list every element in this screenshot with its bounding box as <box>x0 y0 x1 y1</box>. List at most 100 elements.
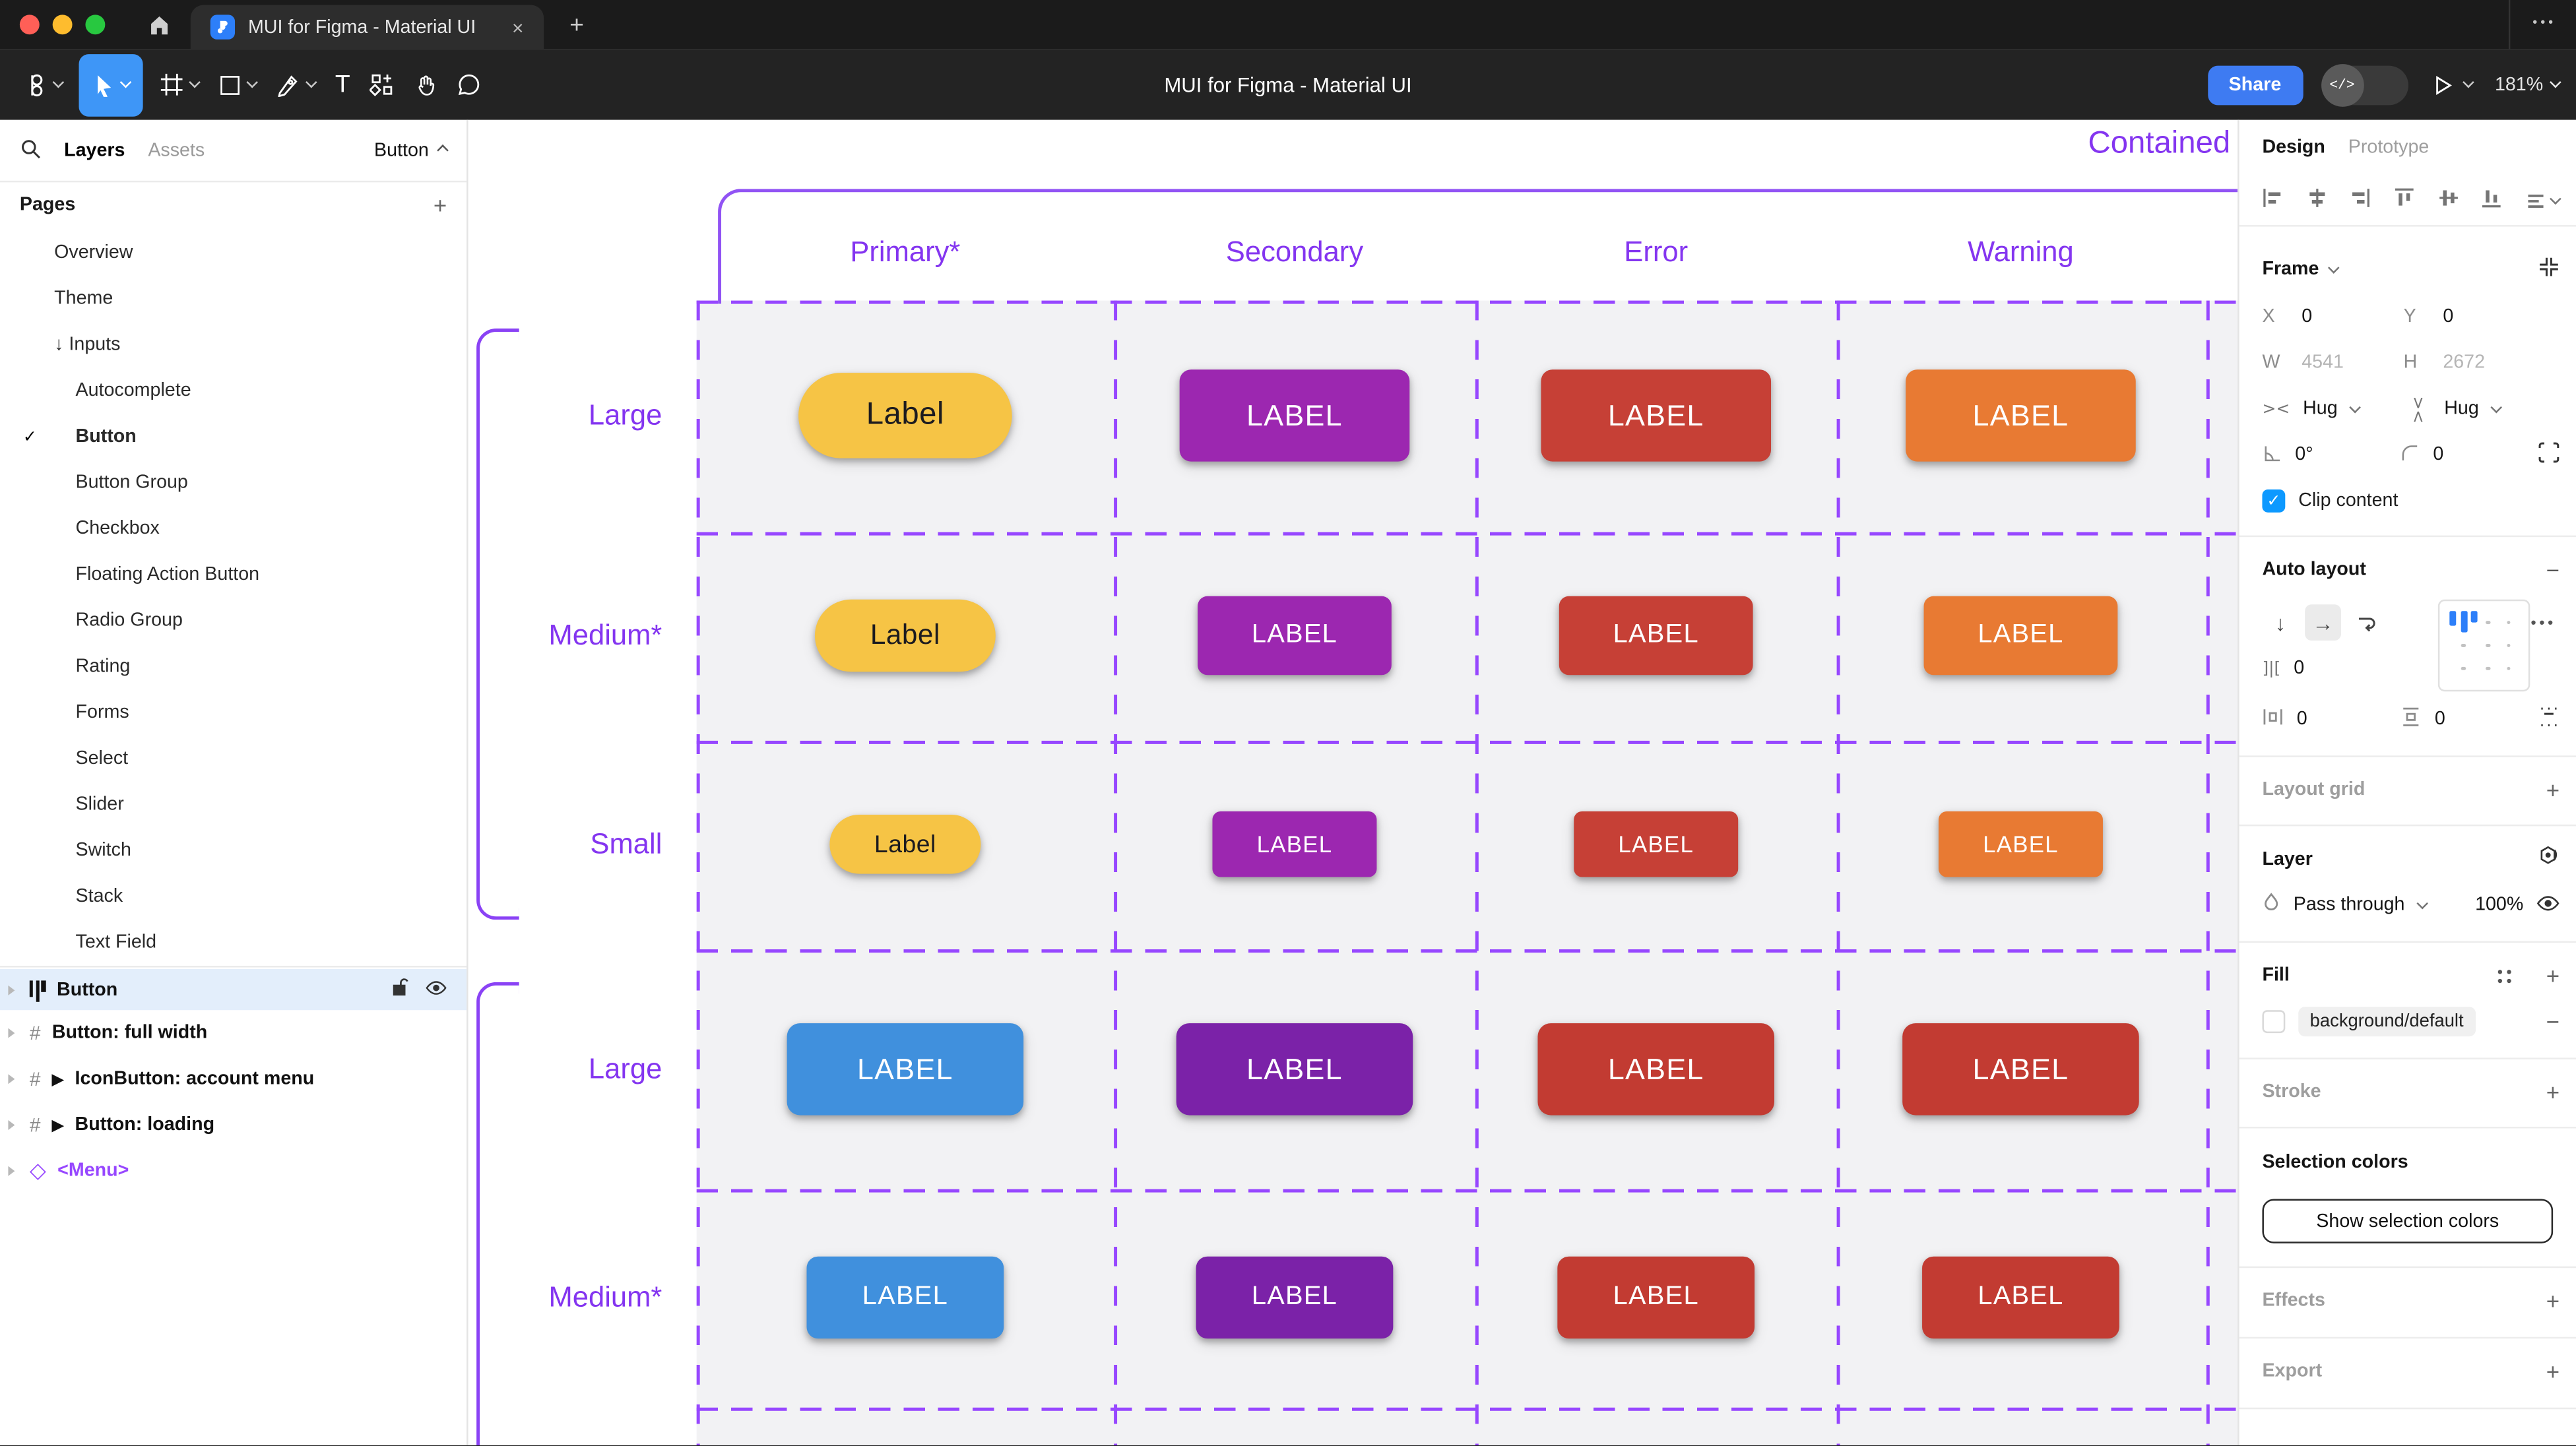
file-tab[interactable]: MUI for Figma - Material UI × <box>190 5 544 49</box>
frame-tool[interactable] <box>150 55 209 114</box>
expand-chevron-icon[interactable] <box>8 1074 15 1084</box>
unlock-icon[interactable] <box>391 977 409 1001</box>
expand-chevron-icon[interactable] <box>8 1120 15 1130</box>
new-tab-button[interactable]: + <box>569 11 585 39</box>
canvas-button-large-1[interactable]: LABEL <box>787 1023 1024 1116</box>
sidebar-page-overview[interactable]: Overview <box>0 230 467 276</box>
sidebar-page-inputs[interactable]: ↓ Inputs <box>0 322 467 368</box>
corner-radius-input[interactable]: 0 <box>2433 445 2444 465</box>
remove-auto-layout-button[interactable]: − <box>2546 557 2560 583</box>
canvas-button-medium-1[interactable]: LABEL <box>806 1256 1004 1339</box>
y-input[interactable]: 0 <box>2443 307 2454 327</box>
layout-horizontal-button[interactable]: → <box>2305 604 2341 641</box>
tab-assets[interactable]: Assets <box>148 140 205 160</box>
text-tool[interactable]: T <box>335 71 350 99</box>
alignment-grid-widget[interactable] <box>2437 599 2530 692</box>
layer-visibility-icon[interactable] <box>2536 893 2560 917</box>
canvas-button-large-3[interactable]: LABEL <box>1537 1023 1774 1116</box>
present-button[interactable] <box>2428 55 2475 114</box>
canvas-button-large-4[interactable]: LABEL <box>1906 369 2136 462</box>
add-stroke-button[interactable]: + <box>2546 1079 2560 1106</box>
x-input[interactable]: 0 <box>2302 307 2313 327</box>
canvas-button-medium-2[interactable]: LABEL <box>1196 1256 1394 1339</box>
layer-row--menu-[interactable]: ◇<Menu> <box>0 1148 467 1194</box>
window-more-icon[interactable]: ••• <box>2532 15 2557 30</box>
sidebar-page-checkbox[interactable]: Checkbox <box>0 506 467 552</box>
tab-prototype[interactable]: Prototype <box>2348 138 2430 158</box>
blend-mode-icon[interactable] <box>2536 845 2560 873</box>
sidebar-page-radio-group[interactable]: Radio Group <box>0 598 467 644</box>
home-icon[interactable] <box>135 0 184 49</box>
move-tool[interactable] <box>79 53 143 116</box>
frame-section-label[interactable]: Frame <box>2262 259 2319 280</box>
main-menu-icon[interactable] <box>13 55 73 114</box>
sidebar-page-button-group[interactable]: Button Group <box>0 460 467 506</box>
search-icon[interactable] <box>20 137 41 164</box>
fill-styles-icon[interactable] <box>2496 966 2513 984</box>
auto-layout-more-icon[interactable]: ••• <box>2530 614 2557 631</box>
blend-mode-dropdown[interactable]: Pass through <box>2293 895 2405 915</box>
show-selection-colors-button[interactable]: Show selection colors <box>2262 1199 2554 1243</box>
layer-row-button-full-width[interactable]: #Button: full width <box>0 1010 467 1056</box>
remove-fill-button[interactable]: − <box>2546 1008 2560 1035</box>
canvas-button-medium-3[interactable]: LABEL <box>1557 1256 1755 1339</box>
width-input[interactable]: 4541 <box>2302 353 2344 373</box>
opacity-input[interactable]: 100% <box>2475 895 2524 915</box>
height-input[interactable]: 2672 <box>2443 353 2486 373</box>
page-selector[interactable]: Button <box>374 141 449 160</box>
share-button[interactable]: Share <box>2207 65 2303 105</box>
distribute-icon[interactable] <box>2525 190 2561 211</box>
add-export-button[interactable]: + <box>2546 1358 2560 1385</box>
layer-row-button[interactable]: Button <box>0 968 467 1011</box>
canvas-button-small-1[interactable]: Label <box>829 814 981 874</box>
align-h-center-icon[interactable] <box>2306 187 2327 214</box>
comment-tool[interactable] <box>447 55 492 114</box>
fill-style-chip[interactable]: background/default <box>2298 1007 2476 1037</box>
canvas-button-medium-4[interactable]: LABEL <box>1922 1256 2119 1339</box>
horizontal-padding-input[interactable]: 0 <box>2296 709 2307 730</box>
horizontal-resizing-dropdown[interactable]: >< Hug <box>2262 399 2403 419</box>
actions-tool[interactable] <box>360 55 404 114</box>
canvas-button-medium-4[interactable]: LABEL <box>1923 596 2118 676</box>
dev-mode-toggle[interactable]: </> <box>2321 63 2408 106</box>
close-window-button[interactable] <box>19 15 40 35</box>
shrink-icon[interactable] <box>2538 256 2560 282</box>
canvas-button-large-2[interactable]: LABEL <box>1176 1023 1413 1116</box>
align-left-icon[interactable] <box>2262 187 2283 214</box>
expand-chevron-icon[interactable] <box>8 984 15 995</box>
zoom-menu[interactable]: 181% <box>2495 75 2561 94</box>
hand-tool[interactable] <box>404 55 447 114</box>
add-effect-button[interactable]: + <box>2546 1288 2560 1314</box>
sidebar-page-rating[interactable]: Rating <box>0 644 467 690</box>
rotation-input[interactable]: 0° <box>2295 445 2313 465</box>
canvas-button-large-4[interactable]: LABEL <box>1902 1023 2139 1116</box>
canvas-button-small-4[interactable]: LABEL <box>1938 811 2103 877</box>
sidebar-page-floating-action-button[interactable]: Floating Action Button <box>0 552 467 598</box>
align-right-icon[interactable] <box>2350 187 2371 214</box>
individual-padding-icon[interactable] <box>2538 707 2560 733</box>
canvas-button-small-2[interactable]: LABEL <box>1212 811 1377 877</box>
align-top-icon[interactable] <box>2394 187 2415 214</box>
layer-row-button-loading[interactable]: #▶Button: loading <box>0 1102 467 1148</box>
sidebar-page-button[interactable]: ✓Button <box>0 414 467 460</box>
align-bottom-icon[interactable] <box>2481 187 2502 214</box>
canvas-button-large-3[interactable]: LABEL <box>1541 369 1772 462</box>
gap-input[interactable]: 0 <box>2294 658 2305 679</box>
pen-tool[interactable] <box>266 55 325 114</box>
minimize-window-button[interactable] <box>52 15 73 35</box>
layout-vertical-button[interactable]: ↓ <box>2274 610 2286 635</box>
canvas-button-medium-2[interactable]: LABEL <box>1198 596 1392 676</box>
canvas-button-small-3[interactable]: LABEL <box>1574 811 1739 877</box>
clip-content-checkbox[interactable]: ✓ <box>2262 489 2286 513</box>
canvas-button-medium-1[interactable]: Label <box>814 599 996 672</box>
shape-tool[interactable] <box>209 55 266 114</box>
frame-title[interactable]: Contained <box>2088 126 2231 162</box>
expand-chevron-icon[interactable] <box>8 1028 15 1038</box>
expand-chevron-icon[interactable] <box>8 1166 15 1176</box>
layer-row-iconbutton-account-menu[interactable]: #▶IconButton: account menu <box>0 1056 467 1102</box>
add-fill-button[interactable]: + <box>2546 962 2560 989</box>
sidebar-page-text-field[interactable]: Text Field <box>0 920 467 966</box>
add-page-button[interactable]: + <box>433 192 447 219</box>
align-v-center-icon[interactable] <box>2437 187 2459 214</box>
